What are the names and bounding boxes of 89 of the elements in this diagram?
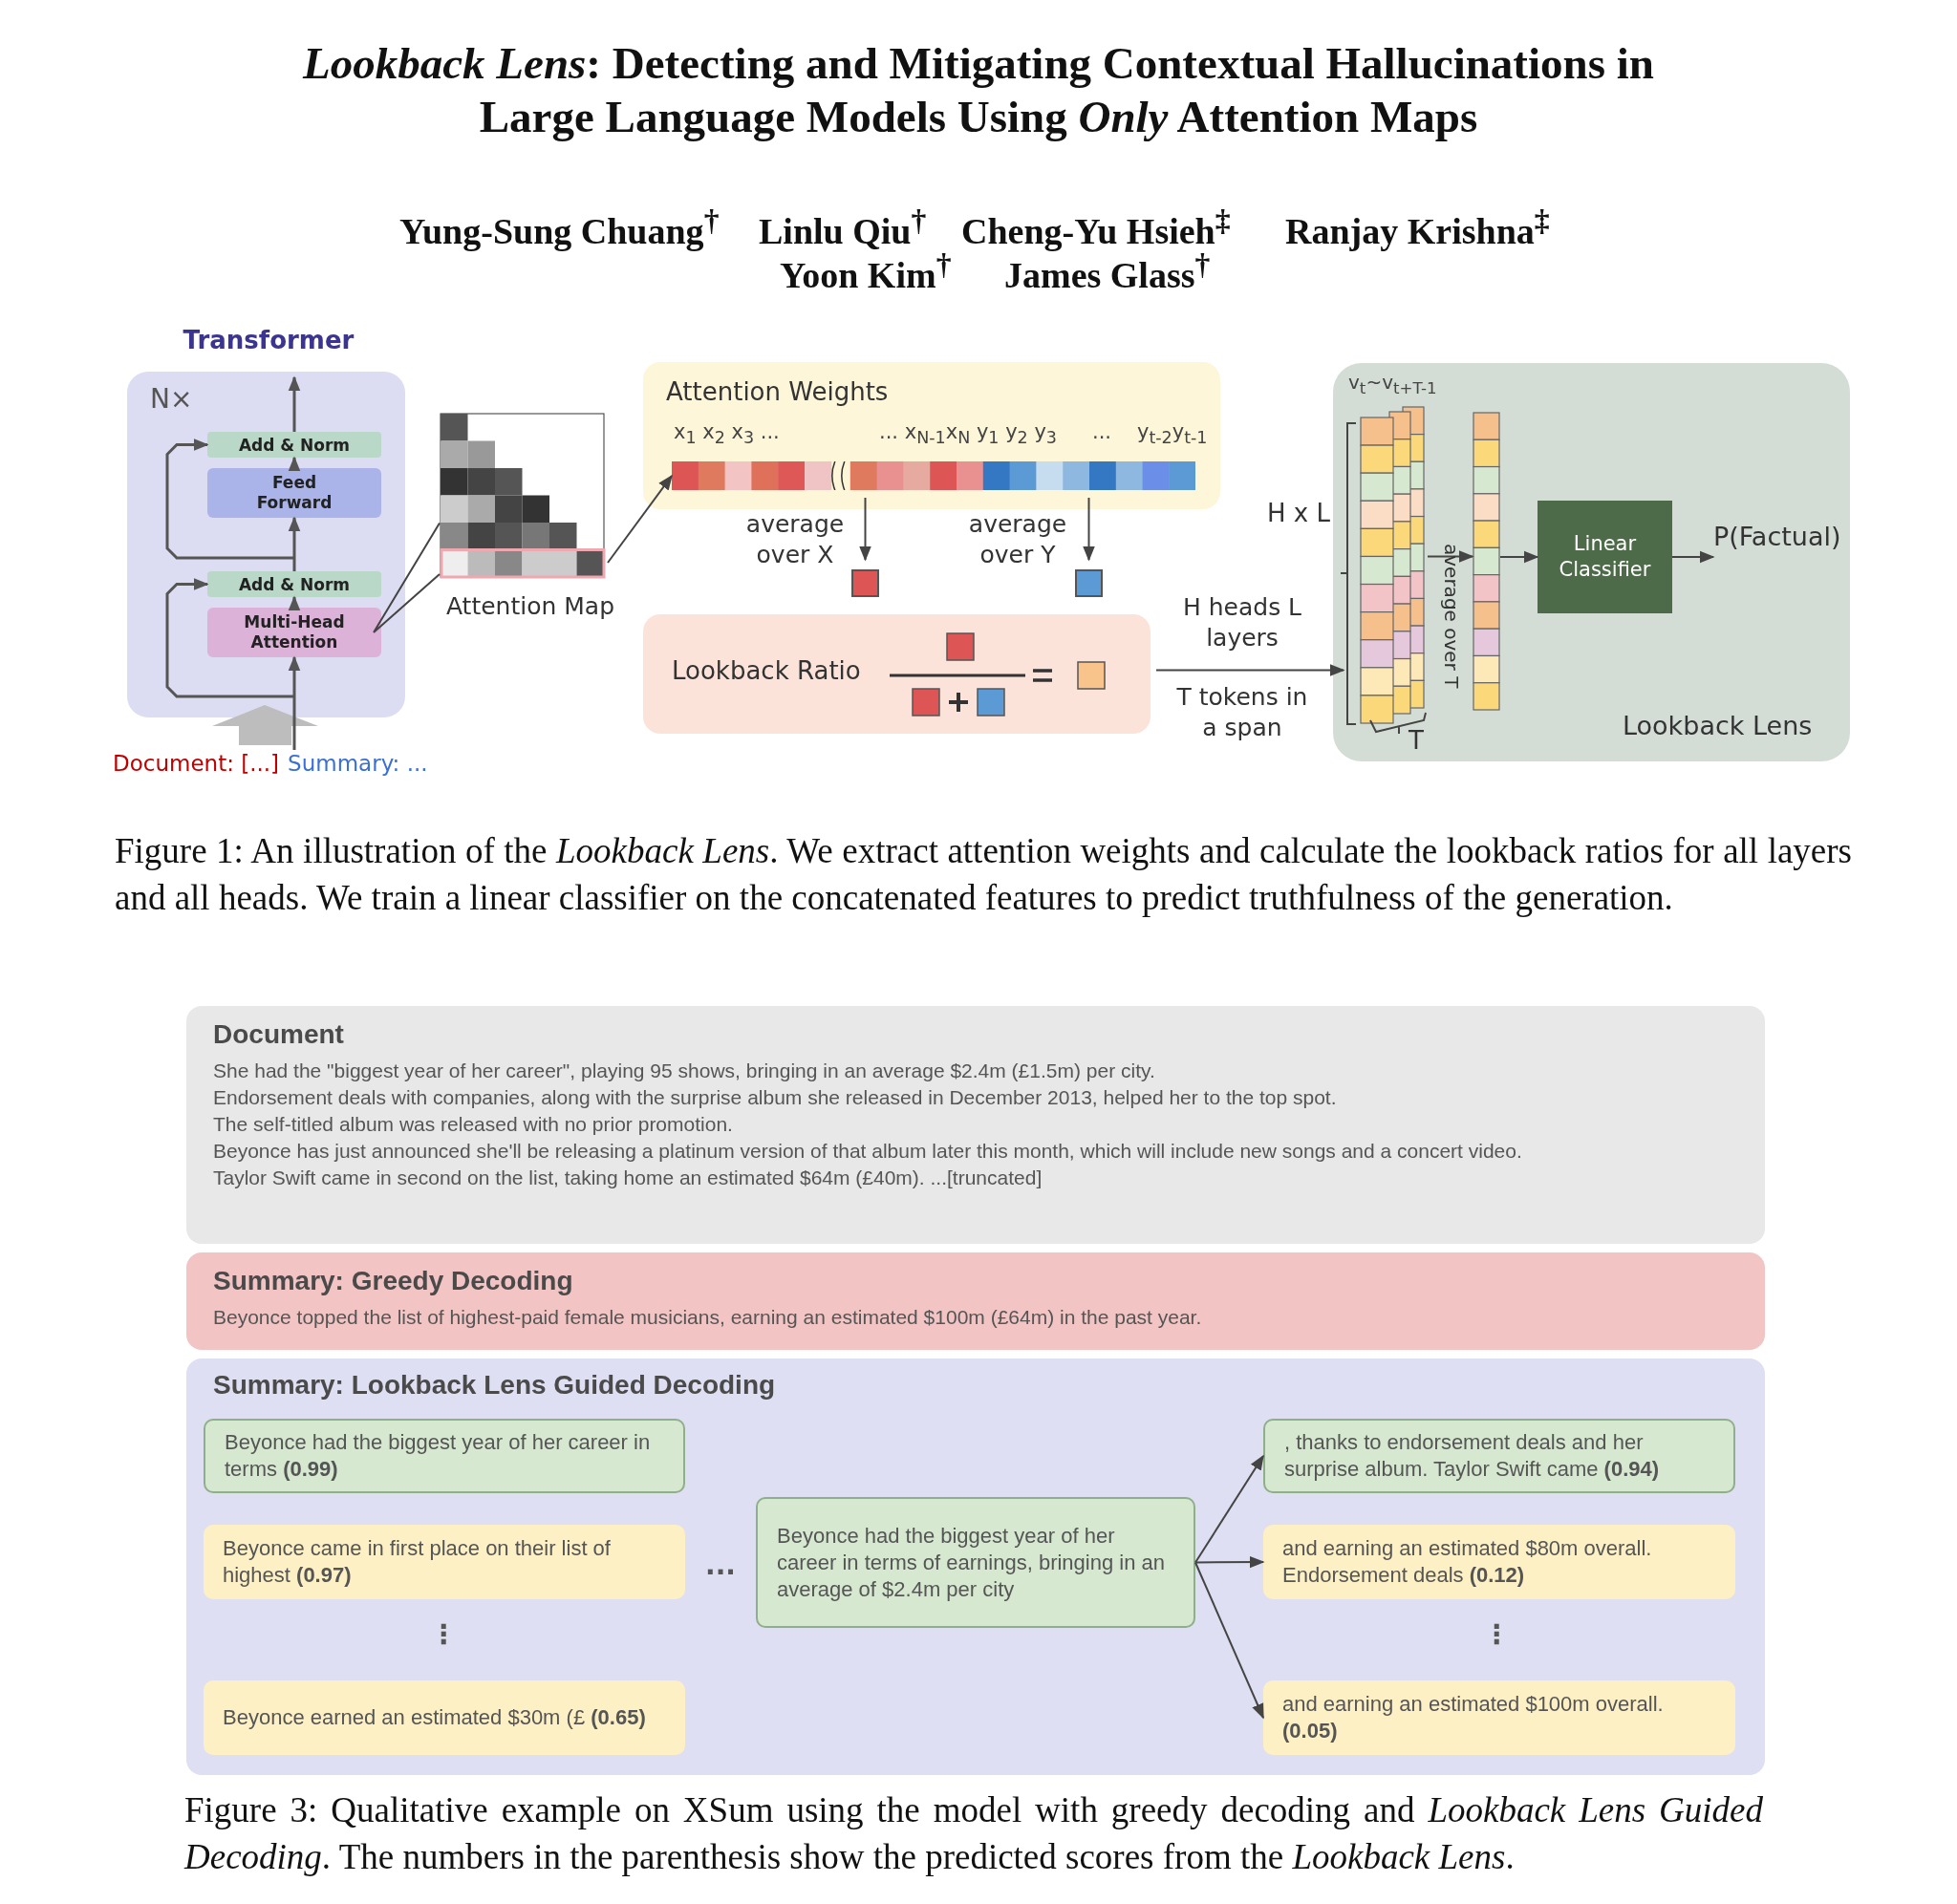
edge-note: T tokens in a span xyxy=(1175,682,1309,743)
arrow xyxy=(288,516,301,571)
panel-title: Lookback Ratio xyxy=(672,656,861,685)
candidate-box xyxy=(1263,1419,1735,1493)
summary-text: Beyonce topped the list of highest-paid female musicians, earning an estimated $100m (£64m) in the past year. xyxy=(213,1305,1203,1330)
arrow xyxy=(607,474,673,564)
candidate-box xyxy=(1263,1525,1735,1599)
token-label: x$_{1}$ x$_{2}$ x$_{3}$ ... xyxy=(674,420,780,448)
arrow xyxy=(859,497,871,562)
span-label: v$_{t}$~v$_{t+T-1}$ xyxy=(1348,371,1437,397)
arrow xyxy=(1083,497,1095,562)
edge-label: H heads L layers xyxy=(1181,592,1303,653)
arrow xyxy=(1194,1454,1264,1564)
attention-weights-panel xyxy=(643,362,1220,509)
arrow xyxy=(1499,550,1539,564)
layer-box xyxy=(207,468,381,518)
arrow xyxy=(288,595,301,611)
layer-label: Add & Norm xyxy=(238,435,351,455)
map-caption: Attention Map xyxy=(444,592,616,620)
candidate-text: Beyonce came in first place on their list of highest (0.97) xyxy=(223,1535,612,1589)
document-text: Endorsement deals with companies, along with the surprise album she released in December 2013, helped her to the top spot. xyxy=(213,1085,1338,1110)
author-name: Cheng-Yu Hsieh$^{‡}$ xyxy=(961,203,1231,252)
paper-title: Lookback Lens: Detecting and Mitigating Contextual Hallucinations in Large Language Models Using Only Attention Maps xyxy=(301,37,1655,143)
document-text: Beyonce has just announced she'll be releasing a platinum version of that album later this month, which will include new songs and a concert video. xyxy=(213,1139,1523,1164)
author-name: Linlu Qiu$^{†}$ xyxy=(759,203,927,252)
edge-label: average over T xyxy=(1439,543,1464,691)
document-text: The self-titled album was released with no prior promotion. xyxy=(213,1112,734,1137)
arrow xyxy=(288,456,301,472)
token-label: ... x$_{N-1}$x$_{N}$ y$_{1}$ y$_{2}$ y$_{3}$ xyxy=(879,420,1057,448)
layer-label: Multi-Head Attention xyxy=(243,612,346,652)
edge-label: average over Y xyxy=(967,509,1068,570)
candidate-box xyxy=(204,1419,685,1493)
candidate-text: Beyonce had the biggest year of her career in terms (0.99) xyxy=(225,1429,652,1483)
panel-title: Lookback Lens xyxy=(1623,711,1813,740)
arrow xyxy=(165,578,294,698)
greedy-summary-panel xyxy=(186,1252,1765,1350)
layer-label: Add & Norm xyxy=(238,574,351,594)
panel-title: Attention Weights xyxy=(666,377,889,406)
figure-caption: Figure 1: An illustration of the Lookback Lens. We extract attention weights and calculate the lookback ratios for all layers and all heads. We train a linear classifier on the concatenated features to predict truthfulness of the generation. xyxy=(115,830,1852,919)
token-label: ... xyxy=(1092,420,1112,443)
candidate-box xyxy=(1263,1680,1735,1755)
dimension-label: T xyxy=(1409,726,1424,755)
document-text: She had the "biggest year of her career", playing 95 shows, bringing in an average $2.4m (£1.5m) per city. xyxy=(213,1059,1156,1083)
repeat-label: N× xyxy=(150,383,193,415)
arrow xyxy=(1155,664,1345,676)
connector-line xyxy=(373,522,441,633)
input-text: Document: [...] xyxy=(113,751,280,778)
classifier-box xyxy=(1538,501,1672,613)
candidate-text: and earning an estimated $80m overall. Endorsement deals (0.12) xyxy=(1282,1535,1653,1589)
block-title: Transformer xyxy=(182,326,355,354)
input-text: Summary: ... xyxy=(288,751,428,778)
panel-title: Document xyxy=(213,1018,345,1051)
author-name: Ranjay Krishna$^{‡}$ xyxy=(1285,203,1550,252)
arrow xyxy=(165,439,294,560)
ellipsis-mark: ⋮ xyxy=(1483,1618,1510,1650)
lookback-ratio-panel xyxy=(643,614,1151,734)
guided-summary-panel xyxy=(186,1358,1765,1775)
candidate-text: and earning an estimated $100m overall. (0.05) xyxy=(1282,1691,1665,1744)
classifier-label: Linear Classifier xyxy=(1558,531,1652,583)
arrow xyxy=(1671,550,1715,564)
ellipsis-mark: ⋮ xyxy=(430,1618,457,1650)
output-label: P(Factual) xyxy=(1713,522,1849,560)
arrow xyxy=(1427,550,1474,563)
token-label: y$_{t-2}$y$_{t-1}$ xyxy=(1137,420,1208,448)
panel-title: Summary: Greedy Decoding xyxy=(213,1265,574,1297)
candidate-text: , thanks to endorsement deals and her surprise album. Taylor Swift came (0.94) xyxy=(1284,1429,1661,1483)
candidate-box xyxy=(204,1680,685,1755)
panel-title: Summary: Lookback Lens Guided Decoding xyxy=(213,1370,776,1401)
averaged-value-square xyxy=(1075,569,1103,597)
author-name: Yung-Sung Chuang$^{†}$ xyxy=(399,203,720,252)
layer-box xyxy=(207,608,381,657)
layer-box xyxy=(207,571,381,597)
figure-caption: Figure 3: Qualitative example on XSum using the model with greedy decoding and Lookback Lens Guided Decoding. The numbers in the parenthesis show the predicted scores from the Lookback Lens. xyxy=(184,1789,1763,1878)
layer-label: Feed Forward xyxy=(255,473,333,513)
arrow xyxy=(1194,1561,1264,1720)
arrow xyxy=(1194,1555,1265,1569)
lookback-lens-panel xyxy=(1333,363,1850,761)
layer-box xyxy=(207,432,381,458)
arrow xyxy=(212,655,318,750)
averaged-value-square xyxy=(851,569,879,597)
dimension-label: H x L xyxy=(1267,499,1330,527)
candidate-box xyxy=(756,1497,1195,1628)
ellipsis-mark: ... xyxy=(705,1550,736,1581)
edge-label: average over X xyxy=(744,509,846,570)
candidate-box xyxy=(204,1525,685,1599)
arrow xyxy=(288,375,301,432)
candidate-text: Beyonce had the biggest year of her career in terms of earnings, bringing in an average of $2.4m per city xyxy=(777,1522,1166,1603)
document-text: Taylor Swift came in second on the list, taking home an estimated $64m (£40m). ...[truncated] xyxy=(213,1166,1043,1190)
candidate-text: Beyonce earned an estimated $30m (£ (0.65) xyxy=(223,1704,647,1731)
